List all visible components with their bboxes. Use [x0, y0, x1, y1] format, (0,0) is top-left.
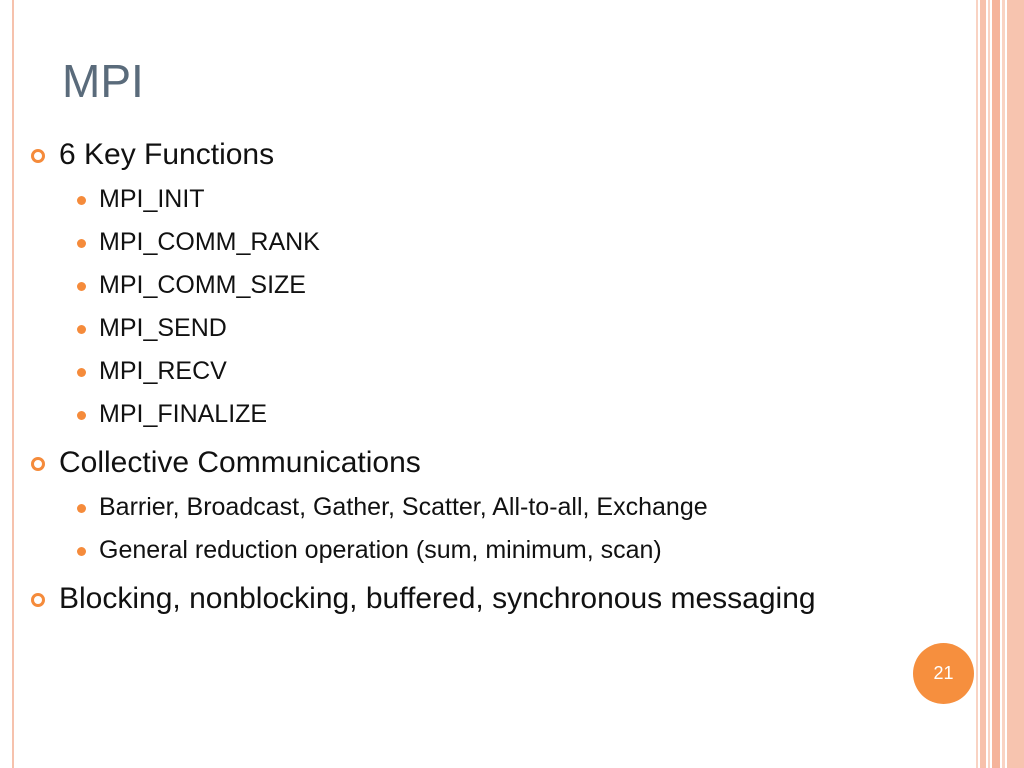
slide-title: MPI: [62, 55, 144, 107]
sub-bullet-item: MPI_COMM_RANK: [30, 221, 950, 264]
sub-bullet-text: MPI_SEND: [99, 314, 227, 342]
sub-bullet-text: MPI_FINALIZE: [99, 400, 268, 428]
bullet-text: Collective Communications: [59, 446, 421, 479]
bullet-list: 6 Key Functions MPI_INIT MPI_COMM_RANK M…: [30, 136, 950, 618]
left-border-line: [12, 0, 14, 768]
sub-bullet-item: MPI_INIT: [30, 178, 950, 221]
ring-bullet-icon: [31, 593, 45, 607]
bullet-item: Blocking, nonblocking, buffered, synchro…: [30, 580, 950, 618]
sub-bullet-text: MPI_COMM_RANK: [99, 228, 320, 256]
sub-bullet-item: MPI_RECV: [30, 350, 950, 393]
ring-bullet-icon: [31, 149, 45, 163]
sub-bullet-text: MPI_RECV: [99, 357, 227, 385]
sub-bullet-item: Barrier, Broadcast, Gather, Scatter, All…: [30, 486, 950, 529]
dot-bullet-icon: [77, 282, 86, 291]
sub-bullet-text: Barrier, Broadcast, Gather, Scatter, All…: [99, 493, 708, 521]
bullet-item: 6 Key Functions: [30, 136, 950, 174]
bullet-text: Blocking, nonblocking, buffered, synchro…: [59, 582, 816, 615]
sub-bullet-item: MPI_SEND: [30, 307, 950, 350]
bullet-text: 6 Key Functions: [59, 138, 275, 171]
sub-bullet-item: General reduction operation (sum, minimu…: [30, 529, 950, 572]
right-decorative-stripes: [976, 0, 1024, 768]
bullet-item: Collective Communications: [30, 444, 950, 482]
dot-bullet-icon: [77, 547, 86, 556]
dot-bullet-icon: [77, 325, 86, 334]
sub-bullet-item: MPI_COMM_SIZE: [30, 264, 950, 307]
sub-bullet-text: General reduction operation (sum, minimu…: [99, 536, 662, 564]
dot-bullet-icon: [77, 239, 86, 248]
sub-bullet-text: MPI_COMM_SIZE: [99, 271, 306, 299]
dot-bullet-icon: [77, 504, 86, 513]
sub-bullet-text: MPI_INIT: [99, 185, 205, 213]
dot-bullet-icon: [77, 368, 86, 377]
page-number-badge: 21: [913, 643, 974, 704]
ring-bullet-icon: [31, 457, 45, 471]
sub-bullet-item: MPI_FINALIZE: [30, 393, 950, 436]
dot-bullet-icon: [77, 411, 86, 420]
dot-bullet-icon: [77, 196, 86, 205]
